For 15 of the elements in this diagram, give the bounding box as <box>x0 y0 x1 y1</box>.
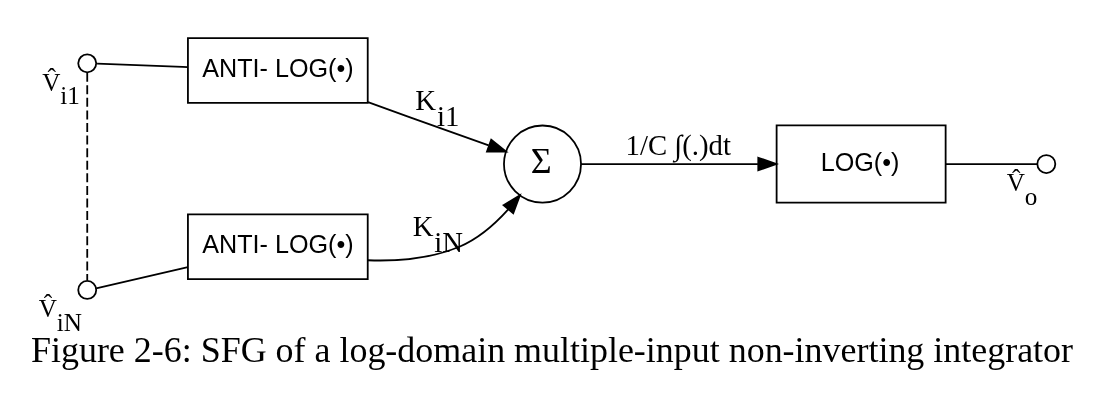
node-box: LOG(•) <box>775 124 947 204</box>
connector <box>96 62 189 68</box>
node-circle <box>1036 153 1057 174</box>
connector <box>944 162 1039 165</box>
connector <box>95 265 189 289</box>
node-box: ANTI- LOG(•) <box>187 213 369 280</box>
node-circle: Σ <box>503 124 582 203</box>
arrow <box>366 192 522 261</box>
node-circle <box>77 52 98 73</box>
node-box: ANTI- LOG(•) <box>187 36 369 104</box>
arrow <box>367 100 509 153</box>
edge-label: 1/C ∫(.)dt <box>625 128 731 161</box>
connector <box>86 71 89 281</box>
arrow <box>580 156 779 172</box>
node-circle <box>77 279 98 300</box>
